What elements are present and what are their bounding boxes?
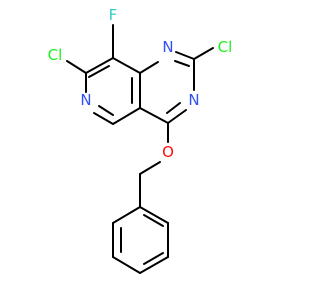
bond-c8a-c8	[112, 57, 141, 74]
atom-label-layer: F Cl Cl N N N O	[48, 6, 233, 161]
phenyl-bond-4	[112, 256, 141, 274]
atom-chlorine-right: Cl	[218, 38, 233, 56]
atom-fluorine: F	[109, 6, 118, 24]
bond-c7-cl	[66, 60, 87, 74]
bond-c5-c4a	[112, 107, 141, 125]
bond-n1-c2-inner	[174, 60, 190, 67]
phenyl-bond-1	[139, 206, 169, 224]
phenyl-bond-6	[112, 206, 141, 224]
bond-c8-c7-inner	[88, 65, 110, 78]
bond-n3-c4-inner	[166, 102, 181, 114]
bond-c2-cl	[193, 47, 214, 60]
bond-o-ch2	[139, 161, 161, 175]
phenyl-bond-1-inner	[143, 214, 164, 227]
bond-n1-c2	[175, 51, 195, 60]
bond-c4-c4a	[139, 107, 169, 124]
atom-chlorine-left: Cl	[48, 46, 63, 64]
bond-c8a-n1	[139, 61, 159, 74]
bond-c8-c7	[85, 57, 114, 74]
atom-nitrogen-n3: N	[188, 91, 199, 109]
bond-n6-c5	[93, 112, 114, 125]
bond-layer	[66, 24, 214, 274]
bond-n6-c5-inner	[98, 105, 114, 116]
atom-nitrogen-n6: N	[80, 91, 91, 109]
atom-nitrogen-n1: N	[162, 38, 173, 56]
molecule-structure-diagram: F Cl Cl N N N O	[48, 6, 233, 274]
phenyl-bond-3	[139, 256, 169, 274]
atom-oxygen: O	[162, 143, 174, 161]
bond-n3-c4	[167, 109, 187, 124]
phenyl-bond-3-inner	[143, 252, 164, 265]
